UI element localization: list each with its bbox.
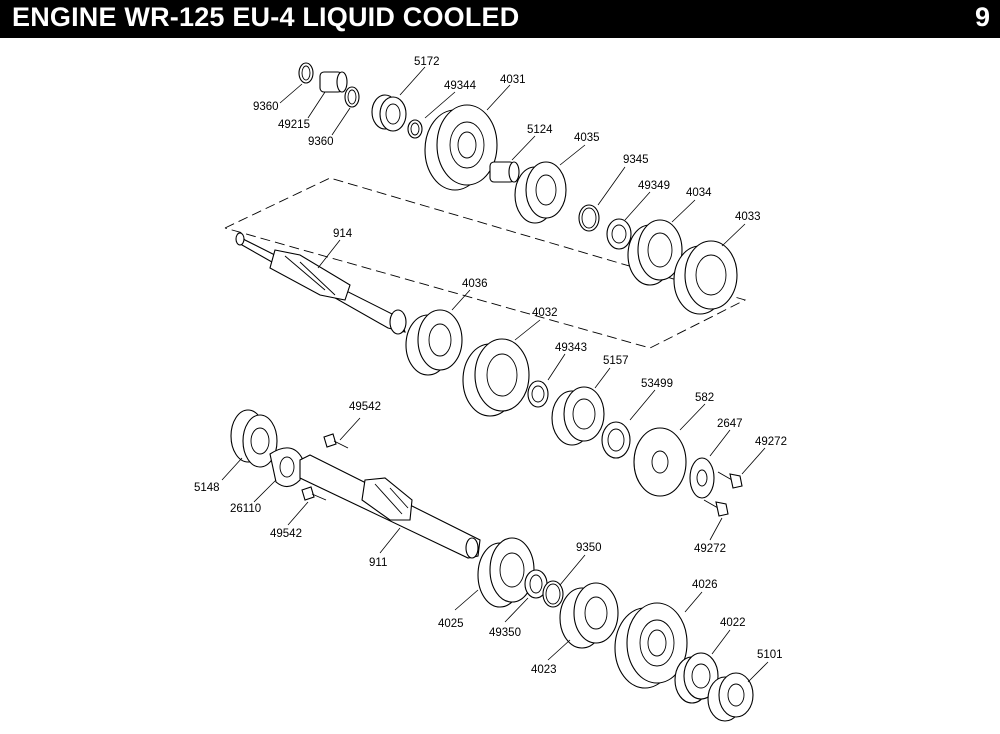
gear-4026 — [614, 602, 688, 689]
washer-49344 — [407, 119, 423, 139]
washer-49343 — [527, 380, 549, 408]
part-label: 9345 — [623, 154, 649, 166]
part-label: 49343 — [555, 342, 587, 354]
washer-49350 — [524, 569, 548, 599]
leader-lines — [221, 66, 769, 683]
part-label: 5172 — [414, 56, 440, 68]
plate-2647 — [689, 457, 715, 499]
bolt-49272-a — [717, 471, 743, 489]
part-label: 49542 — [270, 528, 302, 540]
part-label: 49215 — [278, 119, 310, 131]
bearing-5172 — [371, 94, 407, 132]
gear-4025 — [477, 537, 535, 608]
part-label: 911 — [369, 557, 387, 569]
part-label: 4023 — [531, 664, 557, 676]
part-label: 49272 — [755, 436, 787, 448]
gear-4022 — [674, 652, 719, 704]
retainer-26110 — [269, 447, 303, 488]
part-label: 582 — [695, 392, 714, 404]
part-label: 9360 — [308, 136, 334, 148]
part-label: 5101 — [757, 649, 783, 661]
dashed-outline — [224, 177, 747, 349]
header-bar: ENGINE WR-125 EU-4 LIQUID COOLED 9 — [0, 0, 1000, 38]
gear-4035 — [514, 161, 567, 224]
part-label: 4034 — [686, 187, 712, 199]
bolt-49542-b — [301, 486, 327, 501]
part-label: 49542 — [349, 401, 381, 413]
shaft-914 — [235, 232, 407, 335]
gear-4031 — [424, 104, 498, 191]
part-label: 5124 — [527, 124, 553, 136]
part-label: 5148 — [194, 482, 220, 494]
part-label: 49349 — [638, 180, 670, 192]
part-label: 4032 — [532, 307, 558, 319]
bearing-5157 — [551, 386, 605, 446]
page-number: 9 — [974, 2, 990, 32]
bearing-5101 — [707, 672, 754, 722]
part-label: 4031 — [500, 74, 526, 86]
bolt-49272-b — [703, 499, 729, 517]
part-label: 2647 — [717, 418, 743, 430]
page-title: ENGINE WR-125 EU-4 LIQUID COOLED — [12, 2, 520, 32]
part-labels: 9360 49215 9360 5172 49344 4031 5124 403… — [194, 56, 787, 676]
part-label: 9360 — [253, 101, 279, 113]
part-label: 4026 — [692, 579, 718, 591]
part-label: 4033 — [735, 211, 761, 223]
part-label: 26110 — [230, 503, 261, 515]
sprocket-582 — [633, 427, 687, 497]
shaft-911 — [299, 454, 481, 559]
part-label: 9350 — [576, 542, 602, 554]
part-label: 53499 — [641, 378, 673, 390]
gear-4033 — [673, 240, 738, 315]
bush-5124 — [489, 161, 520, 183]
part-label: 4025 — [438, 618, 464, 630]
part-label: 5157 — [603, 355, 629, 367]
circlip-9360-b — [344, 86, 360, 108]
circlip-9350 — [542, 580, 564, 608]
part-label: 4022 — [720, 617, 746, 629]
gear-4023 — [559, 582, 619, 649]
part-label: 914 — [333, 228, 353, 240]
gear-4036 — [405, 309, 463, 376]
circlip-9345 — [578, 204, 600, 232]
seal-53499 — [601, 421, 631, 459]
bearing-5148 — [230, 409, 278, 468]
part-label: 49272 — [694, 543, 726, 555]
part-label: 4035 — [574, 132, 600, 144]
circlip-9360-a — [298, 62, 314, 84]
gearbox-exploded-diagram: 9360 49215 9360 5172 49344 4031 5124 403… — [194, 56, 787, 722]
washer-49349 — [606, 218, 632, 250]
bolt-49542-a — [323, 433, 349, 449]
part-label: 49350 — [489, 627, 521, 639]
gear-4032 — [462, 338, 530, 417]
part-label: 4036 — [462, 278, 488, 290]
part-label: 49344 — [444, 80, 477, 92]
bush-49215 — [319, 71, 348, 93]
gear-4034 — [627, 219, 683, 286]
